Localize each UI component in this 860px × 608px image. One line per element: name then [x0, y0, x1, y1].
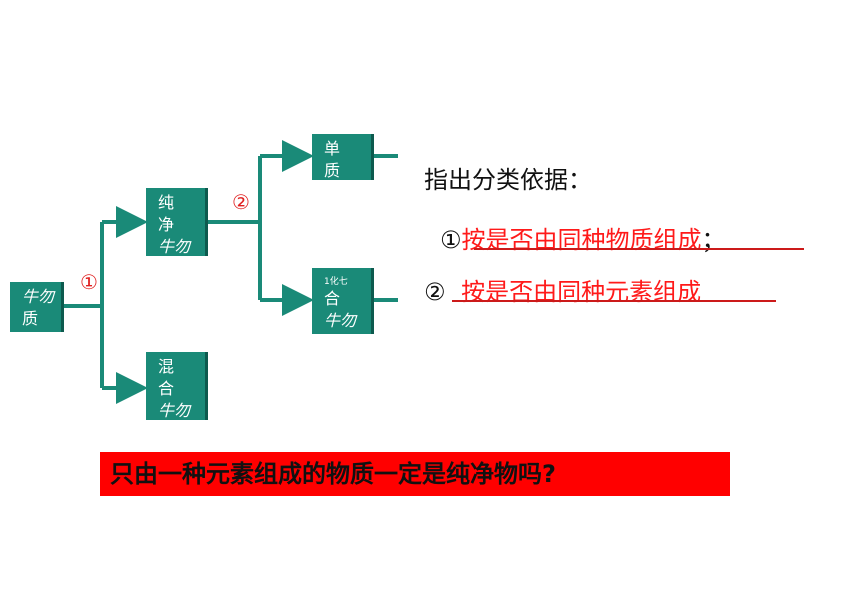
criterion-2-number: ②	[424, 278, 446, 306]
box-compound-line2: 合	[324, 289, 341, 308]
criteria-heading: 指出分类依据：	[424, 166, 592, 194]
box-compound-line1: 1化七	[324, 277, 348, 287]
box-compound: 1化七 合 牛勿	[312, 268, 374, 334]
box-element-line2: 质	[324, 161, 341, 180]
box-pure-substance: 纯 净 牛勿	[146, 188, 208, 256]
criterion-2-underline	[452, 300, 776, 302]
box-element-substance: 单 质	[312, 134, 374, 180]
box-substance-line1: 牛勿	[22, 287, 55, 306]
box-pure-line3: 牛勿	[158, 237, 191, 256]
box-mixture-line2: 合	[158, 379, 175, 398]
box-mixture-line1: 混	[158, 357, 175, 376]
box-mixture-line3: 牛勿	[158, 401, 191, 420]
box-substance-line2: 质	[22, 309, 39, 328]
criterion-1-underline	[474, 248, 804, 250]
box-compound-line3: 牛勿	[324, 311, 357, 330]
box-element-line1: 单	[324, 139, 341, 158]
box-pure-line1: 纯	[158, 193, 175, 212]
box-pure-line2: 净	[158, 215, 175, 234]
box-mixture: 混 合 牛勿	[146, 352, 208, 420]
box-substance: 牛勿 质	[10, 282, 64, 332]
marker-second-criterion: ②	[232, 190, 250, 214]
criterion-1-number: ①	[440, 226, 462, 254]
marker-first-criterion: ①	[80, 270, 98, 294]
question-banner: 只由一种元素组成的物质一定是纯净物吗?	[100, 452, 730, 496]
